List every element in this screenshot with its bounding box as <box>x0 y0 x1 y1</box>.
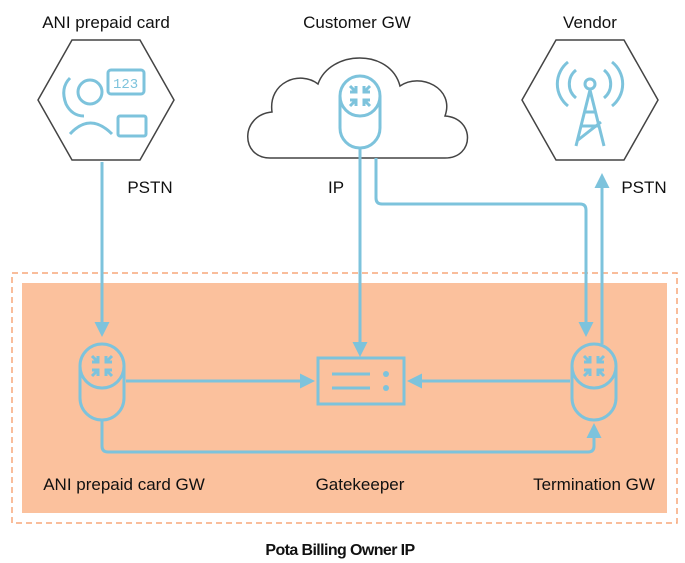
customer-gw-node <box>247 57 469 159</box>
termination-gw-router <box>570 342 618 422</box>
vendor-hexagon <box>521 39 659 161</box>
link-ani-gw-to-termination-gw <box>100 420 602 454</box>
vendor-node <box>521 39 659 161</box>
pstn-right-label: PSTN <box>621 178 666 197</box>
ani-gw-label: ANI prepaid card GW <box>43 475 205 494</box>
router-icon <box>338 74 382 150</box>
antenna-tower-icon <box>555 60 625 147</box>
region-caption: Pota Billing Owner IP <box>265 542 415 559</box>
server-icon <box>316 356 406 406</box>
link-customer-gw-to-termination-gw <box>374 158 594 337</box>
pstn-left-label: PSTN <box>127 178 172 197</box>
termination-gw-label: Termination GW <box>533 475 655 494</box>
connectors <box>94 148 610 454</box>
phone-keypad-icon: 123 <box>62 68 148 138</box>
ani-card-node: 123 <box>37 39 175 161</box>
owner-region-border <box>11 272 678 524</box>
owner-region <box>22 283 667 513</box>
ani-card-hexagon <box>37 39 175 161</box>
ip-label: IP <box>328 178 344 197</box>
customer-gw-label: Customer GW <box>303 13 411 32</box>
gatekeeper-label: Gatekeeper <box>316 475 405 494</box>
vendor-label: Vendor <box>563 13 617 32</box>
cloud-shape <box>247 57 469 159</box>
svg-text:123: 123 <box>113 77 138 93</box>
ani-card-label: ANI prepaid card <box>42 13 170 32</box>
